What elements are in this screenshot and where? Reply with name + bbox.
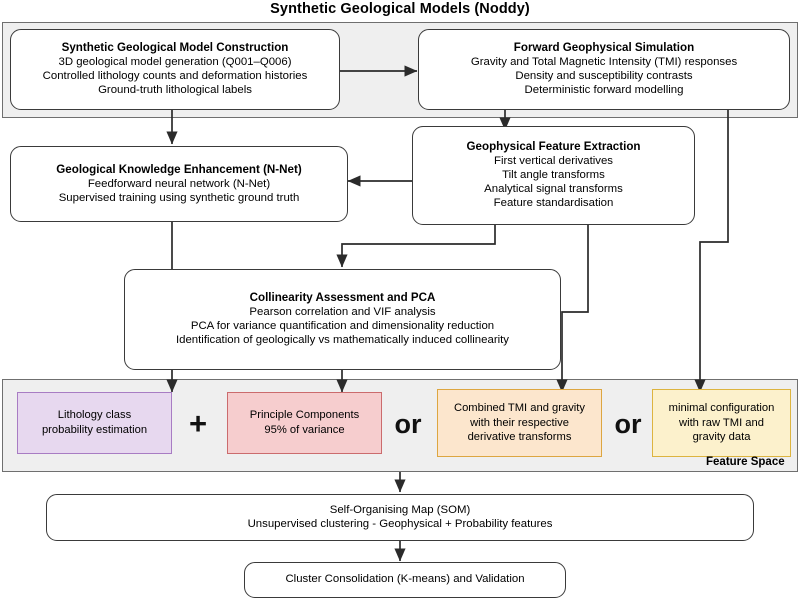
- feature-box-combined-tmi-gravity[interactable]: Combined TMI and gravity with their resp…: [437, 389, 602, 457]
- node-model-construction-line2: Controlled lithology counts and deformat…: [42, 70, 308, 83]
- page-title: Synthetic Geological Models (Noddy): [270, 1, 530, 17]
- node-forward-simulation-line1: Gravity and Total Magnetic Intensity (TM…: [470, 56, 738, 69]
- feature-box-principal-components[interactable]: Principle Components 95% of variance: [227, 392, 382, 454]
- node-cluster-consolidation[interactable]: Cluster Consolidation (K-means) and Vali…: [244, 562, 566, 598]
- feature-box-principal-components-line1: Principle Components: [249, 409, 360, 422]
- node-collinearity-pca-line2: PCA for variance quantification and dime…: [190, 320, 495, 333]
- node-collinearity-pca-header: Collinearity Assessment and PCA: [249, 291, 436, 305]
- node-knowledge-enhancement-line2: Supervised training using synthetic grou…: [58, 191, 300, 204]
- node-feature-extraction-line1: First vertical derivatives: [494, 155, 613, 168]
- node-som[interactable]: Self-Organising Map (SOM) Unsupervised c…: [46, 494, 754, 541]
- node-model-construction-header: Synthetic Geological Model Construction: [61, 41, 289, 55]
- node-knowledge-enhancement-header: Geological Knowledge Enhancement (N-Net): [56, 162, 302, 176]
- feature-box-combined-tmi-gravity-line2: with their respective: [470, 416, 569, 429]
- node-model-construction-line3: Ground-truth lithological labels: [98, 84, 252, 97]
- feature-box-lithology-probability-line2: probability estimation: [41, 424, 148, 436]
- operator-or-2: or: [614, 408, 642, 439]
- feature-box-lithology-probability[interactable]: Lithology class probability estimation: [17, 392, 172, 454]
- node-knowledge-enhancement[interactable]: Geological Knowledge Enhancement (N-Net)…: [10, 146, 348, 222]
- operator-or-1: or: [394, 408, 422, 439]
- node-feature-extraction[interactable]: Geophysical Feature Extraction First ver…: [412, 126, 695, 225]
- operator-plus: +: [188, 406, 208, 441]
- feature-box-combined-tmi-gravity-line3: derivative transforms: [467, 431, 572, 444]
- node-feature-extraction-header: Geophysical Feature Extraction: [466, 140, 641, 154]
- feature-box-minimal-configuration-line2: with raw TMI and: [679, 416, 764, 429]
- node-collinearity-pca-line3: Identification of geologically vs mathem…: [175, 334, 510, 347]
- node-model-construction-line1: 3D geological model generation (Q001–Q00…: [58, 56, 292, 69]
- node-som-line1: Self-Organising Map (SOM): [329, 503, 471, 516]
- node-feature-extraction-line2: Tilt angle transforms: [502, 169, 605, 182]
- node-feature-extraction-line3: Analytical signal transforms: [484, 183, 623, 196]
- node-collinearity-pca-line1: Pearson correlation and VIF analysis: [249, 306, 436, 319]
- feature-box-combined-tmi-gravity-line1: Combined TMI and gravity: [454, 402, 585, 415]
- feature-box-principal-components-line2: 95% of variance: [264, 424, 345, 436]
- node-forward-simulation-line2: Density and susceptibility contrasts: [515, 70, 693, 83]
- node-knowledge-enhancement-line1: Feedforward neural network (N-Net): [87, 177, 271, 190]
- node-feature-extraction-line4: Feature standardisation: [493, 196, 614, 209]
- node-som-line2: Unsupervised clustering - Geophysical + …: [247, 517, 553, 530]
- node-model-construction[interactable]: Synthetic Geological Model Construction …: [10, 29, 340, 110]
- feature-box-minimal-configuration-line3: gravity data: [692, 431, 751, 444]
- node-forward-simulation-header: Forward Geophysical Simulation: [513, 41, 695, 55]
- feature-box-minimal-configuration-line1: minimal configuration: [668, 402, 775, 415]
- node-cluster-consolidation-line1: Cluster Consolidation (K-means) and Vali…: [285, 573, 525, 586]
- node-collinearity-pca[interactable]: Collinearity Assessment and PCA Pearson …: [124, 269, 561, 370]
- feature-box-lithology-probability-line1: Lithology class: [57, 409, 132, 422]
- feature-box-minimal-configuration[interactable]: minimal configuration with raw TMI and g…: [652, 389, 791, 457]
- feature-space-label: Feature Space: [706, 456, 785, 468]
- node-forward-simulation-line3: Deterministic forward modelling: [524, 84, 684, 97]
- node-forward-simulation[interactable]: Forward Geophysical Simulation Gravity a…: [418, 29, 790, 110]
